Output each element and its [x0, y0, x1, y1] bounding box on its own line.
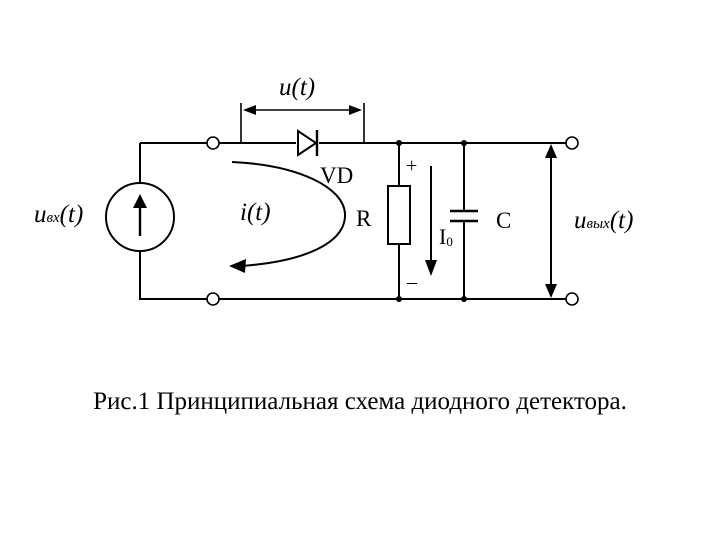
figure-caption: Рис.1 Принципиальная схема диодного дете…: [93, 388, 627, 415]
capacitor-c: [450, 209, 478, 223]
label-vd: VD: [320, 163, 353, 188]
output-voltage-arrow: [545, 144, 557, 298]
wire-left-bottom: [139, 251, 207, 300]
label-r: R: [356, 206, 372, 231]
label-i-t: i(t): [240, 199, 271, 226]
resistor-r: [387, 185, 411, 245]
label-minus: –: [406, 271, 418, 293]
voltage-source: [105, 182, 175, 252]
label-u-out: uвых(t): [574, 207, 633, 234]
junction-r-bottom: [396, 296, 402, 302]
terminal-out-top: [565, 136, 579, 150]
junction-r-top: [396, 140, 402, 146]
voltage-arrow-u: [240, 103, 365, 143]
terminal-in-top: [206, 136, 220, 150]
junction-c-top: [461, 140, 467, 146]
label-c: C: [496, 208, 511, 233]
label-plus: +: [406, 155, 417, 177]
label-u-t: u(t): [279, 74, 315, 101]
current-arrow-i0: [425, 166, 437, 276]
diode-vd: [297, 129, 319, 157]
label-i0: I0: [439, 224, 453, 249]
label-u-in: uвх(t): [34, 201, 83, 228]
terminal-out-bottom: [565, 292, 579, 306]
current-loop-arrow: [231, 161, 347, 267]
junction-c-bottom: [461, 296, 467, 302]
terminal-in-bottom: [206, 292, 220, 306]
